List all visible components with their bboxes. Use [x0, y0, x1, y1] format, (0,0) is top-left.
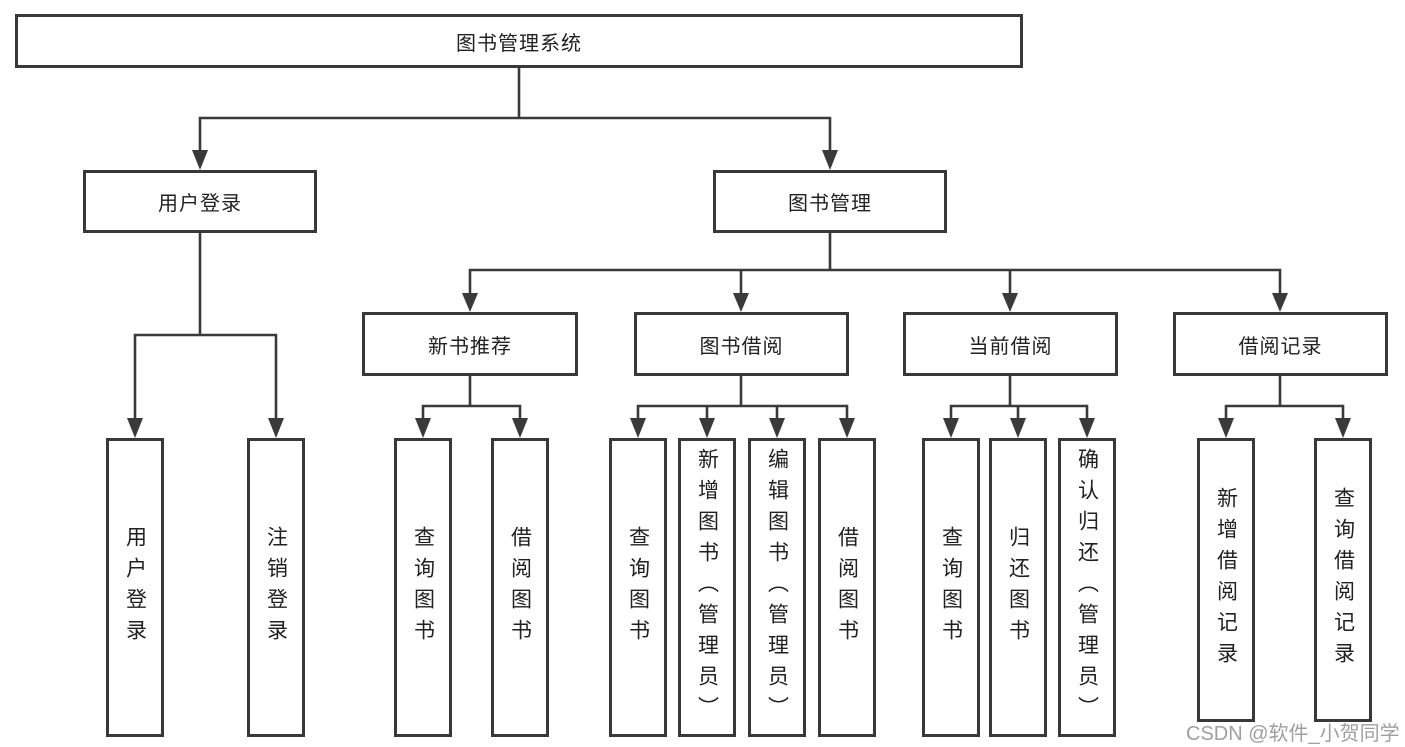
leaf-label: 新增图书（管理员） — [695, 448, 719, 727]
leaf-label: 确认归还（管理员） — [1075, 448, 1099, 727]
leaf-confirm-return-admin: 确认归还（管理员） — [1058, 438, 1116, 737]
leaf-query-borrow-record: 查询借阅记录 — [1314, 438, 1372, 722]
leaf-label: 查询图书 — [411, 525, 435, 650]
node-label: 当前借阅 — [968, 335, 1053, 358]
node-current-borrow: 当前借阅 — [903, 312, 1118, 376]
node-book-borrow: 图书借阅 — [634, 312, 849, 376]
leaf-label: 编辑图书（管理员） — [765, 448, 789, 727]
leaf-edit-book-admin: 编辑图书（管理员） — [748, 438, 806, 737]
node-borrow-records: 借阅记录 — [1173, 312, 1388, 376]
node-label: 用户登录 — [158, 193, 242, 215]
leaf-add-borrow-record: 新增借阅记录 — [1197, 438, 1255, 722]
node-user-login: 用户登录 — [83, 170, 317, 233]
leaf-return-book: 归还图书 — [989, 438, 1047, 737]
node-new-book-recommend: 新书推荐 — [362, 312, 578, 376]
csdn-watermark: CSDN @软件_小贺同学 — [1186, 723, 1400, 745]
leaf-label: 借阅图书 — [508, 525, 532, 650]
leaf-borrow-books-recommend: 借阅图书 — [491, 438, 549, 737]
leaf-query-books-borrow: 查询图书 — [609, 438, 667, 737]
leaf-label: 注销登录 — [264, 525, 288, 650]
leaf-label: 查询图书 — [626, 525, 650, 650]
node-label: 图书借阅 — [699, 335, 784, 358]
leaf-query-books-current: 查询图书 — [922, 438, 980, 737]
leaf-borrow-books: 借阅图书 — [818, 438, 876, 737]
leaf-label: 用户登录 — [123, 525, 147, 650]
leaf-query-books-recommend: 查询图书 — [394, 438, 452, 737]
node-label: 新书推荐 — [428, 335, 512, 358]
leaf-label: 借阅图书 — [835, 525, 859, 650]
leaf-add-book-admin: 新增图书（管理员） — [678, 438, 736, 737]
node-label: 借阅记录 — [1238, 335, 1323, 358]
node-book-management: 图书管理 — [713, 170, 947, 233]
leaf-label: 查询借阅记录 — [1331, 487, 1355, 673]
node-label: 图书管理系统 — [456, 32, 582, 55]
leaf-logout: 注销登录 — [247, 438, 305, 737]
leaf-label: 查询图书 — [939, 525, 963, 650]
node-label: 图书管理 — [788, 193, 872, 215]
leaf-label: 新增借阅记录 — [1214, 487, 1238, 673]
leaf-label: 归还图书 — [1006, 525, 1030, 650]
leaf-user-login: 用户登录 — [106, 438, 164, 737]
node-library-management-system: 图书管理系统 — [15, 14, 1023, 68]
